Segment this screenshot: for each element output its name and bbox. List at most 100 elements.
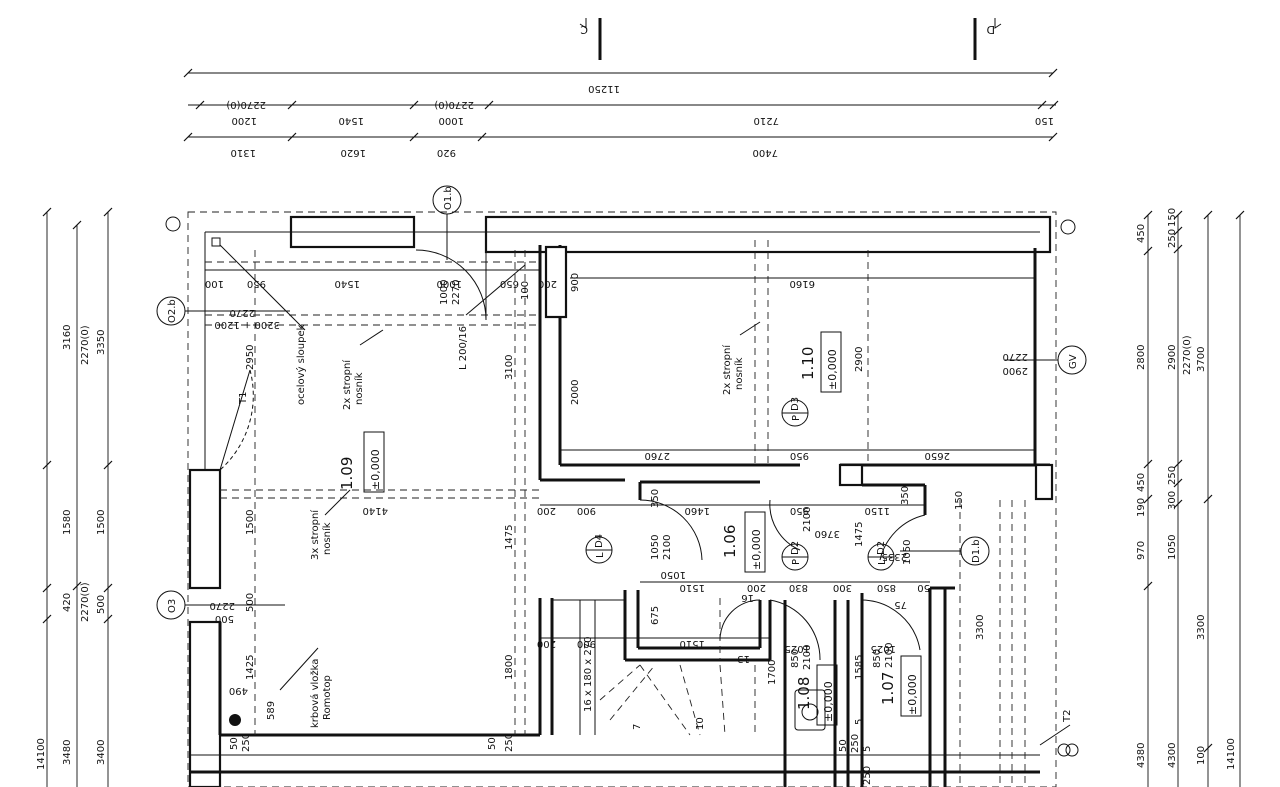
note-nosnik2-b2: nosník <box>733 357 745 390</box>
dim-d-20: 7 <box>632 724 643 730</box>
dim-d-23: 50 <box>229 737 240 750</box>
dim-top3-2: 920 <box>437 147 456 158</box>
dim-left1-2: 420 <box>62 593 73 612</box>
dim-right3-2: 100 <box>1196 746 1207 765</box>
dim-c-4: 900 <box>577 505 596 516</box>
dim-d-15: 1585 <box>854 655 865 680</box>
dim-a-2: 1540 <box>335 278 360 289</box>
tag-o2b: O2.b <box>156 296 290 326</box>
room-1-06-number: 1.06 <box>721 525 739 558</box>
dim-top2-sub-1: 2270(0) <box>434 99 474 110</box>
dim-d-13: 13 <box>737 653 750 664</box>
left-dimension-chain: 3160 1580 420 3480 14100 2270(0) 2270(0)… <box>36 207 113 787</box>
dim-c-3: 200 <box>537 505 556 516</box>
dim-right2-4: 300 <box>1167 491 1178 510</box>
room-1-08-number: 1.08 <box>795 677 813 710</box>
tag-o1b: O1.b <box>432 185 462 260</box>
door-tag-d2a-label: D2 <box>790 541 801 555</box>
corner-marker <box>1060 219 1076 235</box>
tag-d1b: D1.b <box>900 536 990 566</box>
dim-right1-5: 4380 <box>1136 743 1147 768</box>
dim-top3-1: 1620 <box>341 147 366 158</box>
door-tag-d2b-label: D2 <box>876 541 887 555</box>
dim-top2-1: 1540 <box>339 115 364 126</box>
room-1-10: 1.10 ±0,000 <box>799 331 842 393</box>
outline-dashed <box>187 211 1057 787</box>
door-tag-d4: D4 L <box>585 534 613 564</box>
dim-c-12: 3760 <box>815 528 840 539</box>
dim-b-6: 3100 <box>504 355 515 380</box>
section-marker-c: C <box>579 18 602 60</box>
dim-d-3: 675 <box>650 606 661 625</box>
dim-a-1: 950 <box>247 278 266 289</box>
dim-d-24: 250 <box>241 733 252 752</box>
dim-right1-0: 450 <box>1136 224 1147 243</box>
dim-d-10: 1025 <box>871 643 896 654</box>
room-1-10-level: ±0,000 <box>826 349 839 390</box>
dim-d-7: 1025 <box>785 643 810 654</box>
dim-b-9: 2760 <box>645 450 670 461</box>
dim-c-0: 4140 <box>363 505 388 516</box>
dim-c-23: 850 <box>877 582 896 593</box>
door-tag-d4-type: L <box>595 552 606 558</box>
dim-c-7: 950 <box>790 505 809 516</box>
dim-right1-2: 190 <box>1136 498 1147 517</box>
dim-b-11: 2650 <box>925 450 950 461</box>
dim-b-13: 2900 <box>1003 365 1028 376</box>
dim-d-1: 500 <box>215 613 234 624</box>
room-1-08: 1.08 ±0,000 <box>795 664 838 726</box>
dim-b-1: 2270 <box>230 307 255 318</box>
dim-left2-0: 2270(0) <box>80 325 91 365</box>
section-label-c: C <box>580 23 588 36</box>
note-sloupek: ocelový sloupek <box>295 324 307 405</box>
dim-d-19: 1800 <box>504 655 515 680</box>
door-tag-d4-label: D4 <box>594 534 605 548</box>
section-marker-d: D <box>973 18 1002 60</box>
tag-o2b-label: O2.b <box>167 299 178 323</box>
interior-dims: 100 950 1540 1000 650 200 900 6160 3200 … <box>205 269 1035 785</box>
dim-d-29: 250 <box>850 734 861 753</box>
dim-c-26: 75 <box>894 599 907 610</box>
dim-c-19: 1510 <box>680 582 705 593</box>
dim-left3-3: 3400 <box>96 740 107 765</box>
dim-d-14: 1700 <box>767 660 778 685</box>
note-nosnik2-b1: 2x stropní <box>721 344 733 395</box>
dim-c-25: 16 <box>741 592 754 603</box>
dim-c-17: 2335 <box>882 551 907 562</box>
dim-right3-1: 3300 <box>1196 615 1207 640</box>
dim-top3-3: 7400 <box>753 147 778 158</box>
dim-d-22: 5 <box>854 719 865 725</box>
dim-left3-2: 500 <box>96 595 107 614</box>
dim-b-7: 2000 <box>570 380 581 405</box>
dim-right2-7: 4300 <box>1167 743 1178 768</box>
note-krb-1: krbová vložka <box>309 659 321 728</box>
dim-c-8: 2100 <box>802 507 813 532</box>
dim-right1-6: 14100 <box>1226 738 1237 770</box>
dim-c-16: 1050 <box>661 569 686 580</box>
dim-d-5: 900 <box>577 638 596 649</box>
dim-c-13: 1475 <box>854 522 865 547</box>
dim-c-5: 350 <box>650 489 661 508</box>
dim-d-17: 490 <box>229 685 248 696</box>
room-1-06: 1.06 ±0,000 <box>721 511 766 573</box>
dim-d-8: 2100 <box>802 645 813 670</box>
dim-top2-4: 150 <box>1035 115 1054 126</box>
dim-a-7: 6160 <box>790 278 815 289</box>
dim-d-11: 2100 <box>884 643 895 668</box>
dim-c-6: 1460 <box>685 505 710 516</box>
dim-top-total: 11250 <box>588 83 620 94</box>
dim-d-30: 5 <box>862 746 873 752</box>
dim-d-25: 50 <box>487 737 498 750</box>
dim-top2-0: 1200 <box>232 115 257 126</box>
dim-left3-1: 1500 <box>96 510 107 535</box>
dim-right2-0: 250 <box>1167 229 1178 248</box>
dim-a-5: 200 <box>538 278 557 289</box>
dim-top2-3: 7210 <box>754 115 779 126</box>
dim-c-9: 1150 <box>865 505 890 516</box>
dim-right1-4: 970 <box>1136 541 1147 560</box>
dim-c-22: 300 <box>833 582 852 593</box>
dim-a-0: 100 <box>205 278 224 289</box>
tag-gv: GV <box>1005 345 1087 375</box>
note-stairs: 16 x 180 x 270 <box>583 637 594 712</box>
dim-left2-1: 2270(0) <box>80 582 91 622</box>
